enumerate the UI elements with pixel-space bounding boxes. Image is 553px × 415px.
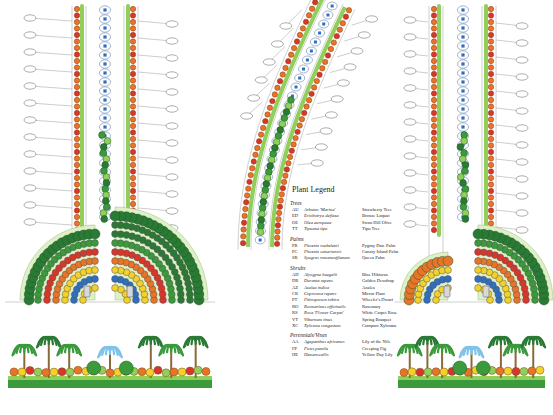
common-name: Yellow Day Lily [362, 353, 393, 358]
common-name: Lily of the Nile [362, 340, 390, 345]
plan-middle [238, 0, 378, 250]
plant-code: RO [292, 305, 298, 310]
common-name: Compact Xylosma [362, 324, 396, 329]
botanical-name: Rosmarinus officinalis [304, 305, 345, 310]
plant-code: VT [292, 318, 298, 323]
plant-code: XC [292, 324, 298, 329]
botanical-name: Agapanthus africanus [304, 340, 344, 345]
botanical-name: Azalea indica [304, 286, 329, 291]
common-name: Golden Dewdrop [362, 279, 394, 284]
common-name: Queen Palm [362, 256, 385, 261]
plant-code: OE [292, 221, 298, 226]
botanical-name: Hemerocallis [304, 353, 329, 358]
botanical-name: Arbutus 'Marina' [304, 208, 335, 213]
elevation-left [8, 337, 212, 388]
botanical-name: Ficus pumila [304, 347, 328, 352]
botanical-name: Pittosporum tobira [304, 298, 339, 303]
legend-title: Plant Legend [292, 186, 334, 194]
botanical-name: Alyogyne huegelii [304, 273, 337, 278]
plant-code: AH [292, 273, 299, 278]
botanical-name: Syagrus romanzoffianum [304, 256, 350, 261]
common-name: Spring Bouquet [362, 318, 391, 323]
common-name: Rosemary [362, 305, 381, 310]
plant-code: CR [292, 292, 298, 297]
plant-code: AZ [292, 286, 298, 291]
plan-left [5, 6, 215, 305]
common-name: Azalea [362, 286, 375, 291]
plant-code: TT [292, 227, 298, 232]
plant-code: PR [292, 244, 298, 249]
botanical-name: Eriobotrya deflexa [304, 214, 339, 219]
legend-heading: Trees [290, 201, 302, 207]
botanical-name: Viburnum tinus [304, 318, 332, 323]
common-name: White Carpet Rose [362, 311, 397, 316]
botanical-name: Tipuana tipu [304, 227, 327, 232]
common-name: Bronze Loquat [362, 214, 389, 219]
botanical-name: Phoenix canariensis [304, 250, 341, 255]
botanical-name: Rosa 'Flower Carpet' [304, 311, 343, 316]
plant-code: SR [292, 256, 298, 261]
plant-code: FP [292, 347, 297, 352]
botanical-name: Coprosma repens [304, 292, 336, 297]
botanical-name: Phoenix roebelenii [304, 244, 339, 249]
common-name: Blue Hibiscus [362, 273, 388, 278]
common-name: Creeping Fig [362, 347, 386, 352]
plant-code: AU [292, 208, 299, 213]
elevation-right [398, 337, 545, 388]
common-name: Pygmy Date Palm [362, 244, 395, 249]
botanical-name: Olea europaea [304, 221, 331, 226]
plan-right [395, 6, 553, 305]
common-name: Tipu Tree [362, 227, 380, 232]
botanical-name: Xylosma congestum [304, 324, 341, 329]
plant-code: RS [292, 311, 298, 316]
common-name: Mirror Plant [362, 292, 385, 297]
plant-code: DR [292, 279, 298, 284]
plant-code: AA [292, 340, 299, 345]
legend-heading: Palms [290, 237, 304, 243]
legend-heading: Shrubs [290, 266, 305, 272]
plant-code: ED [292, 214, 298, 219]
legend-heading: Perennials/Vines [290, 333, 327, 339]
plant-code: PC [292, 250, 298, 255]
common-name: Strawberry Tree [362, 208, 392, 213]
plant-code: PT [292, 298, 297, 303]
common-name: Canary Island Palm [362, 250, 398, 255]
botanical-name: Duranta repens [304, 279, 333, 284]
common-name: Wheeler's Dwarf [362, 298, 393, 303]
plant-code: HE [292, 353, 298, 358]
common-name: Swan Hill Olive [362, 221, 392, 226]
